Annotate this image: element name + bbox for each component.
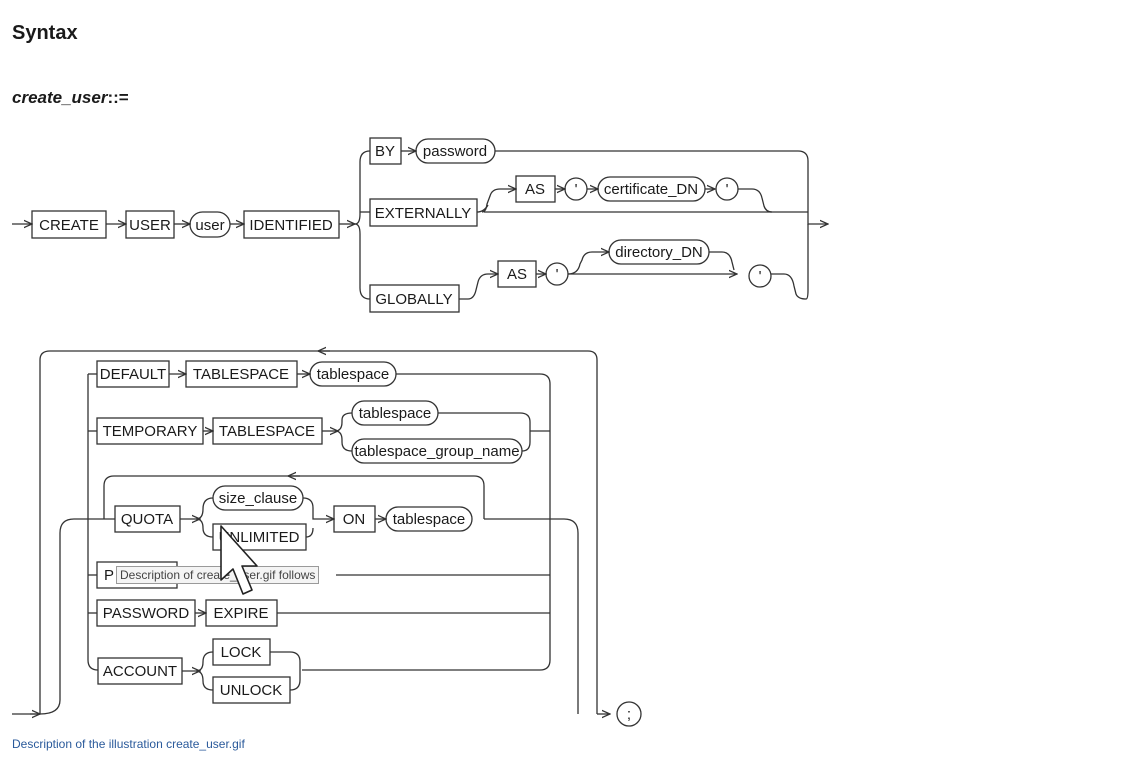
nt-tablespace-quota: tablespace <box>393 511 466 528</box>
mouse-cursor-icon <box>220 525 258 595</box>
kw-expire: EXPIRE <box>213 605 268 622</box>
kw-unlock: UNLOCK <box>220 682 283 699</box>
kw-tablespace-temporary: TABLESPACE <box>219 423 315 440</box>
kw-password: PASSWORD <box>103 605 190 622</box>
kw-by: BY <box>375 143 395 160</box>
sym-quote-3: ' <box>556 266 559 283</box>
kw-create: CREATE <box>39 217 99 234</box>
section-heading: Syntax <box>12 22 78 44</box>
kw-quota: QUOTA <box>121 511 173 528</box>
kw-user: USER <box>129 217 171 234</box>
sym-semicolon: ; <box>627 706 631 723</box>
kw-account: ACCOUNT <box>103 663 177 680</box>
kw-lock: LOCK <box>221 644 262 661</box>
sym-quote-1: ' <box>575 181 578 198</box>
sym-quote-2: ' <box>726 181 729 198</box>
description-link[interactable]: Description of the illustration create_u… <box>12 737 245 751</box>
kw-externally: EXTERNALLY <box>375 205 471 222</box>
kw-tablespace-default: TABLESPACE <box>193 366 289 383</box>
nt-user: user <box>195 217 224 234</box>
nt-certificate-dn: certificate_DN <box>604 181 698 198</box>
kw-on: ON <box>343 511 366 528</box>
diagram-options: DEFAULT TABLESPACE tablespace TEMPORARY … <box>12 351 642 727</box>
kw-unlimited: UNLIMITED <box>219 529 300 546</box>
nt-tablespace-temporary: tablespace <box>359 405 432 422</box>
kw-globally: GLOBALLY <box>375 291 452 308</box>
rule-name: create_user <box>12 88 108 107</box>
kw-default: DEFAULT <box>100 366 166 383</box>
sym-quote-4: ' <box>759 268 762 285</box>
rule-title: create_user::= <box>12 88 129 108</box>
kw-identified: IDENTIFIED <box>249 217 333 234</box>
kw-as-global: AS <box>507 266 527 283</box>
nt-directory-dn: directory_DN <box>615 244 703 261</box>
kw-as-external: AS <box>525 181 545 198</box>
nt-tablespace-group-name: tablespace_group_name <box>354 443 519 460</box>
kw-temporary: TEMPORARY <box>103 423 198 440</box>
image-tooltip: Description of create_user.gif follows <box>116 566 320 584</box>
rule-suffix: ::= <box>107 88 129 107</box>
nt-password: password <box>423 143 487 160</box>
nt-size-clause: size_clause <box>219 490 297 507</box>
kw-profile-partial: P <box>104 567 114 584</box>
nt-tablespace-default: tablespace <box>317 366 390 383</box>
diagram-identified: CREATE USER user IDENTIFIED BY password … <box>12 137 828 313</box>
